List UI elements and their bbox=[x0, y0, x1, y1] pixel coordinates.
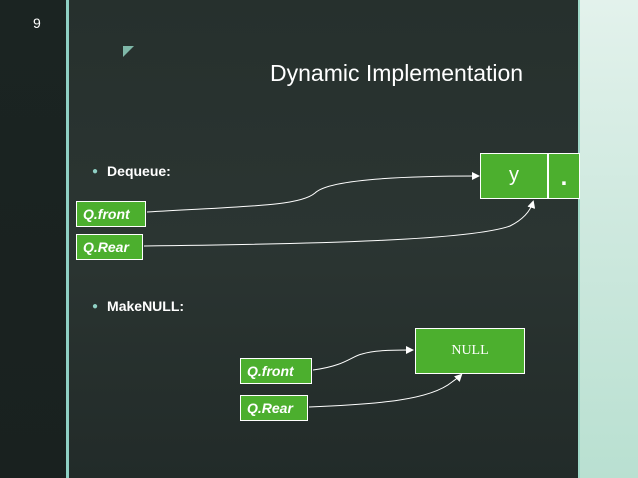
dequeue-node-next-cell: . bbox=[548, 153, 580, 199]
bullet-dot-icon: ● bbox=[92, 166, 99, 177]
makenull-null-node: NULL bbox=[415, 328, 525, 374]
corner-triangle-icon bbox=[123, 46, 134, 57]
bullet-makenull-text: MakeNULL: bbox=[107, 298, 185, 314]
left-decor-band bbox=[0, 0, 66, 478]
bullet-dequeue-text: Dequeue: bbox=[107, 163, 171, 179]
left-accent-line bbox=[66, 0, 69, 478]
slide-number: 9 bbox=[33, 15, 41, 31]
bullet-dequeue: ● Dequeue: bbox=[92, 163, 171, 179]
right-decor-band bbox=[580, 0, 638, 478]
slide-title: Dynamic Implementation bbox=[270, 60, 524, 86]
bullet-dot-icon: ● bbox=[92, 301, 99, 312]
dequeue-rear-arrow bbox=[143, 200, 536, 247]
right-accent-line bbox=[578, 0, 580, 478]
dequeue-front-arrow bbox=[146, 172, 480, 213]
makenull-front-label: Q.front bbox=[240, 358, 312, 384]
makenull-front-arrow bbox=[312, 346, 414, 371]
dequeue-front-label: Q.front bbox=[76, 201, 146, 227]
makenull-rear-label: Q.Rear bbox=[240, 395, 308, 421]
dequeue-node-value-cell: y bbox=[480, 153, 548, 199]
bullet-makenull: ● MakeNULL: bbox=[92, 298, 184, 314]
dequeue-rear-label: Q.Rear bbox=[76, 234, 143, 260]
makenull-rear-arrow bbox=[308, 373, 463, 408]
